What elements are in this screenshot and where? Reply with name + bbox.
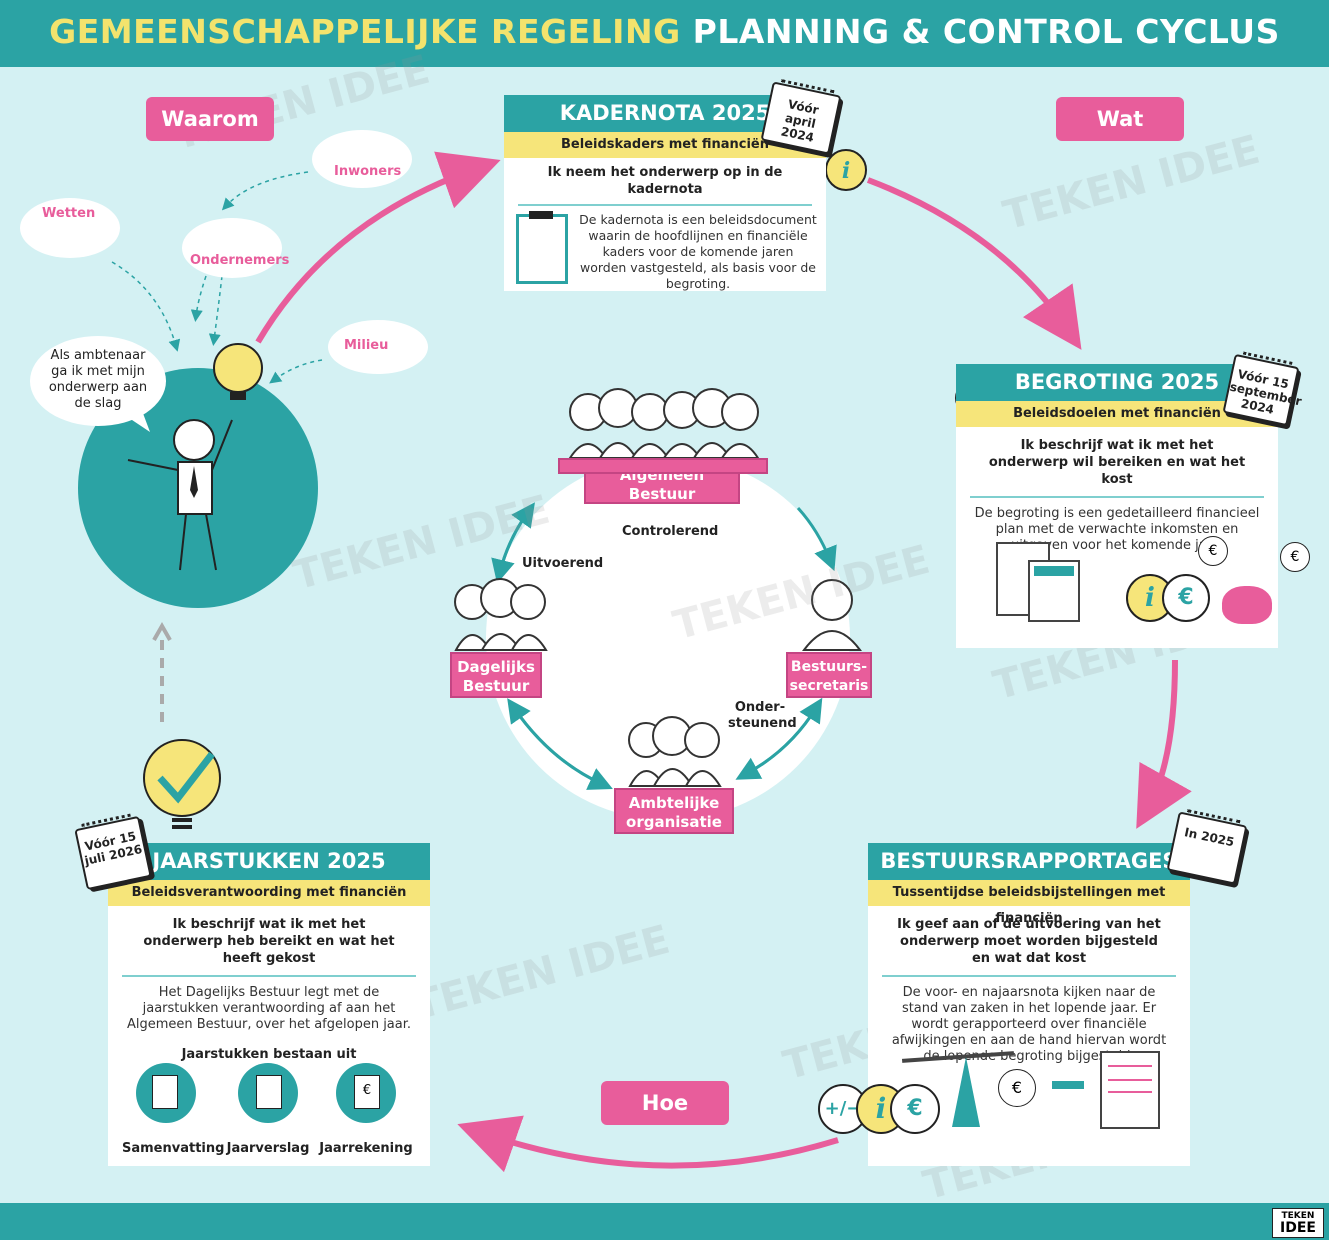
- jaarstukken-description: Het Dagelijks Bestuur legt met de jaarst…: [126, 985, 412, 1032]
- speech-text: Als ambtenaar ga ik met mijn onderwerp a…: [48, 348, 148, 411]
- ondernemers-cloud: [182, 218, 282, 278]
- report-icon: [1100, 1051, 1160, 1129]
- kadernota-card: KADERNOTA 2025 Beleidskaders met financi…: [504, 95, 826, 291]
- begroting-title: BEGROTING 2025: [956, 364, 1278, 401]
- jaarstukken-item-samenvatting: Samenvatting: [122, 1141, 225, 1156]
- footer-bar: [0, 1203, 1329, 1240]
- wetten-label: Wetten: [42, 206, 96, 221]
- cycle-arrow-kadernota-begroting: [866, 177, 1082, 350]
- title-part2: PLANNING & CONTROL CYCLUS: [692, 12, 1280, 51]
- euro-coin-icon: €: [1162, 574, 1210, 622]
- begroting-lead: Ik beschrijf wat ik met het onderwerp wi…: [970, 427, 1264, 498]
- jaarverslag-icon: [238, 1063, 298, 1123]
- plus-minus-icon: +/−: [818, 1084, 868, 1134]
- bestuursrapportages-lead: Ik geef aan of de uitvoering van het ond…: [882, 906, 1176, 977]
- header-bar: [0, 0, 1329, 67]
- euro-coin-small-icon: €: [1198, 536, 1228, 566]
- dagelijks-bestuur-desk: Dagelijks Bestuur: [450, 652, 542, 698]
- checklist-icon: [516, 211, 568, 284]
- info-bulb-icon: [825, 149, 867, 191]
- ambtelijke-organisatie-desk: Ambtelijke organisatie: [614, 788, 734, 834]
- hoe-label: Hoe: [601, 1081, 729, 1125]
- calculator-icon: [1028, 560, 1080, 622]
- euro-icon: €: [998, 1069, 1036, 1107]
- kadernota-lead: Ik neem het onderwerp op in de kadernota: [518, 158, 812, 206]
- jaarstukken-card: JAARSTUKKEN 2025 Beleidsverantwoording m…: [108, 843, 430, 1166]
- jaarrekening-icon: €: [336, 1063, 396, 1123]
- governance-circle: [486, 456, 850, 820]
- page-title: GEMEENSCHAPPELIJKE REGELING PLANNING & C…: [0, 12, 1329, 51]
- uitvoerend-label: Uitvoerend: [522, 556, 604, 571]
- jaarstukken-title: JAARSTUKKEN 2025: [108, 843, 430, 880]
- kadernota-subtitle: Beleidskaders met financiën: [504, 132, 826, 158]
- euro-coin-icon: €: [890, 1084, 940, 1134]
- euro-coin-right-icon: €: [1280, 542, 1310, 572]
- inwoners-label: Inwoners: [334, 164, 402, 179]
- milieu-cloud: [328, 320, 428, 374]
- logo-line1: TEKEN: [1281, 1211, 1315, 1221]
- arrow-right-icon: [1052, 1081, 1084, 1089]
- samenvatting-icon: [136, 1063, 196, 1123]
- bestuursrapportages-subtitle: Tussentijdse beleidsbijstellingen met fi…: [868, 880, 1190, 926]
- svg-text:i: i: [842, 158, 850, 184]
- dagelijks-bestuur-people: [454, 578, 548, 651]
- kadernota-description: De kadernota is een beleidsdocument waar…: [579, 212, 817, 291]
- bestuursrapportages-title: BESTUURSRAPPORTAGES: [868, 843, 1190, 880]
- bestuursrapportages-description: De voor- en najaarsnota kijken naar de s…: [891, 985, 1167, 1064]
- wat-label: Wat: [1056, 97, 1184, 141]
- scale-icon: [952, 1057, 980, 1127]
- algemeen-bestuur-desk-top: [558, 458, 768, 474]
- ambtelijke-organisatie-people: [628, 716, 722, 787]
- lightbulb-icon: [213, 343, 263, 393]
- ondernemers-label: Ondernemers: [190, 253, 290, 268]
- checkmark-bulb-icon: [143, 739, 221, 817]
- logo-line2: IDEE: [1280, 1220, 1316, 1236]
- algemeen-bestuur-people: [568, 388, 760, 459]
- cycle-arrow-begroting-bestuursrapportages: [1136, 659, 1192, 829]
- cycle-arrow-waarom-kadernota: [255, 151, 501, 344]
- jaarstukken-subtitle: Beleidsverantwoording met financiën: [108, 880, 430, 906]
- inwoners-cloud: [312, 130, 412, 188]
- waarom-label: Waarom: [146, 97, 274, 141]
- wetten-cloud: [20, 198, 120, 258]
- teken-idee-logo: TEKEN IDEE: [1272, 1208, 1324, 1238]
- bestuurssecretaris-person: [802, 579, 862, 651]
- jaarstukken-item-jaarrekening: Jaarrekening: [319, 1141, 413, 1156]
- controlerend-label: Controlerend: [622, 524, 719, 539]
- begroting-description: De begroting is een gedetailleerd financ…: [974, 506, 1260, 553]
- jaarstukken-lead: Ik beschrijf wat ik met het onderwerp he…: [122, 906, 416, 977]
- milieu-label: Milieu: [344, 338, 389, 353]
- jaarstukken-item-jaarverslag: Jaarverslag: [226, 1141, 310, 1156]
- cycle-arrow-bestuursrapportages-hoe: [457, 1115, 839, 1173]
- jaarstukken-consists-of: Jaarstukken bestaan uit: [181, 1047, 357, 1062]
- title-part1: GEMEENSCHAPPELIJKE REGELING: [49, 12, 681, 51]
- bestuursrapportages-card: BESTUURSRAPPORTAGES Tussentijdse beleids…: [868, 843, 1190, 1166]
- ondersteunend-label: Onder-steunend: [728, 700, 797, 731]
- begroting-subtitle: Beleidsdoelen met financiën: [956, 401, 1278, 427]
- piggy-bank-icon: [1222, 586, 1272, 624]
- bestuurssecretaris-desk: Bestuurs-secretaris: [786, 652, 872, 698]
- speech-bubble: [30, 336, 166, 426]
